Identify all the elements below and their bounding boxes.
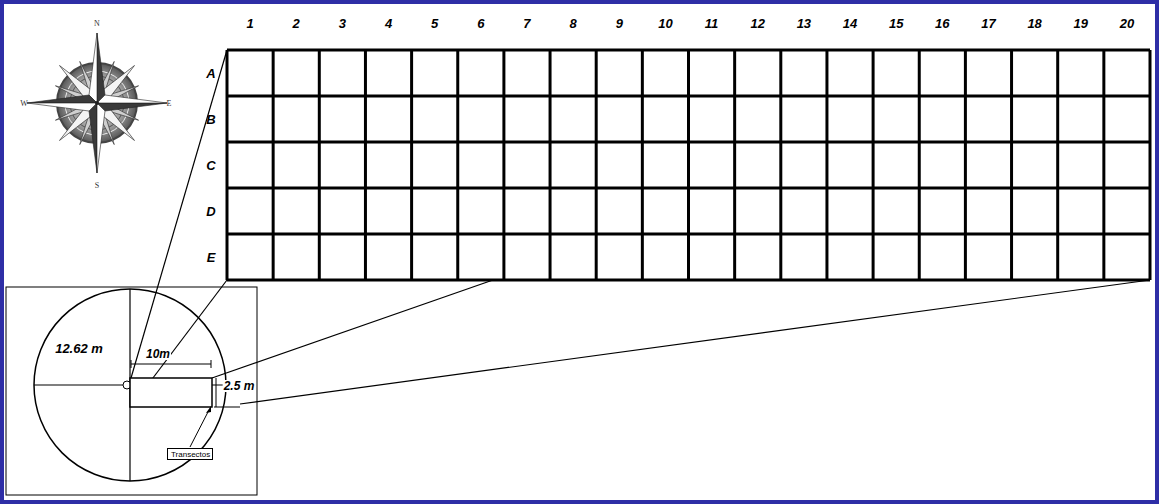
column-number: 8 bbox=[570, 17, 577, 30]
column-number: 14 bbox=[843, 17, 857, 30]
column-number: 2 bbox=[293, 17, 300, 30]
zoom-lines bbox=[131, 50, 1150, 407]
grid-line bbox=[825, 50, 828, 280]
width-dimension: 2.5 m bbox=[223, 380, 256, 392]
column-number: 12 bbox=[750, 17, 764, 30]
grid-line bbox=[964, 50, 967, 280]
grid-line bbox=[1010, 50, 1013, 280]
column-number: 7 bbox=[523, 17, 530, 30]
row-letter: D bbox=[206, 205, 215, 218]
column-number: 20 bbox=[1120, 17, 1134, 30]
column-number: 19 bbox=[1074, 17, 1088, 30]
row-letter: E bbox=[207, 251, 216, 264]
column-number: 10 bbox=[658, 17, 672, 30]
column-number: 11 bbox=[705, 17, 719, 30]
compass-letter: E bbox=[167, 100, 172, 108]
grid-line bbox=[595, 50, 598, 280]
column-number: 1 bbox=[246, 17, 253, 30]
compass-letter: W bbox=[20, 100, 28, 108]
column-number: 6 bbox=[477, 17, 484, 30]
grid-line bbox=[318, 50, 321, 280]
grid-line bbox=[364, 50, 367, 280]
column-number: 4 bbox=[385, 17, 392, 30]
row-letter: B bbox=[206, 113, 215, 126]
grid-line bbox=[549, 50, 552, 280]
grid-line bbox=[733, 50, 736, 280]
radius-dimension: 12.62 m bbox=[55, 342, 103, 355]
compass-rose bbox=[27, 33, 167, 173]
grid-line bbox=[872, 50, 875, 280]
grid-line bbox=[918, 50, 921, 280]
row-letter: C bbox=[206, 159, 215, 172]
length-dimension: 10m bbox=[145, 348, 171, 360]
grid-line bbox=[456, 50, 459, 280]
grid-line bbox=[1149, 50, 1152, 280]
grid-line bbox=[502, 50, 505, 280]
callout-box: Transectos bbox=[167, 448, 213, 460]
plot-inset bbox=[6, 287, 257, 495]
grid-line bbox=[272, 50, 275, 280]
column-number: 18 bbox=[1027, 17, 1041, 30]
grid-line bbox=[410, 50, 413, 280]
grid-line bbox=[1056, 50, 1059, 280]
column-number: 16 bbox=[935, 17, 949, 30]
column-number: 13 bbox=[797, 17, 811, 30]
grid-line bbox=[779, 50, 782, 280]
plot-grid bbox=[227, 50, 1150, 280]
compass-letter: S bbox=[95, 182, 99, 190]
row-letter: A bbox=[206, 67, 215, 80]
column-number: 9 bbox=[616, 17, 623, 30]
grid-line bbox=[1102, 50, 1105, 280]
column-number: 5 bbox=[431, 17, 438, 30]
grid-line bbox=[641, 50, 644, 280]
grid-line bbox=[687, 50, 690, 280]
grid-line bbox=[226, 50, 229, 280]
column-number: 15 bbox=[889, 17, 903, 30]
column-number: 17 bbox=[981, 17, 995, 30]
callout-text: Transectos bbox=[171, 451, 209, 459]
column-number: 3 bbox=[339, 17, 346, 30]
compass-letter: N bbox=[94, 20, 100, 28]
